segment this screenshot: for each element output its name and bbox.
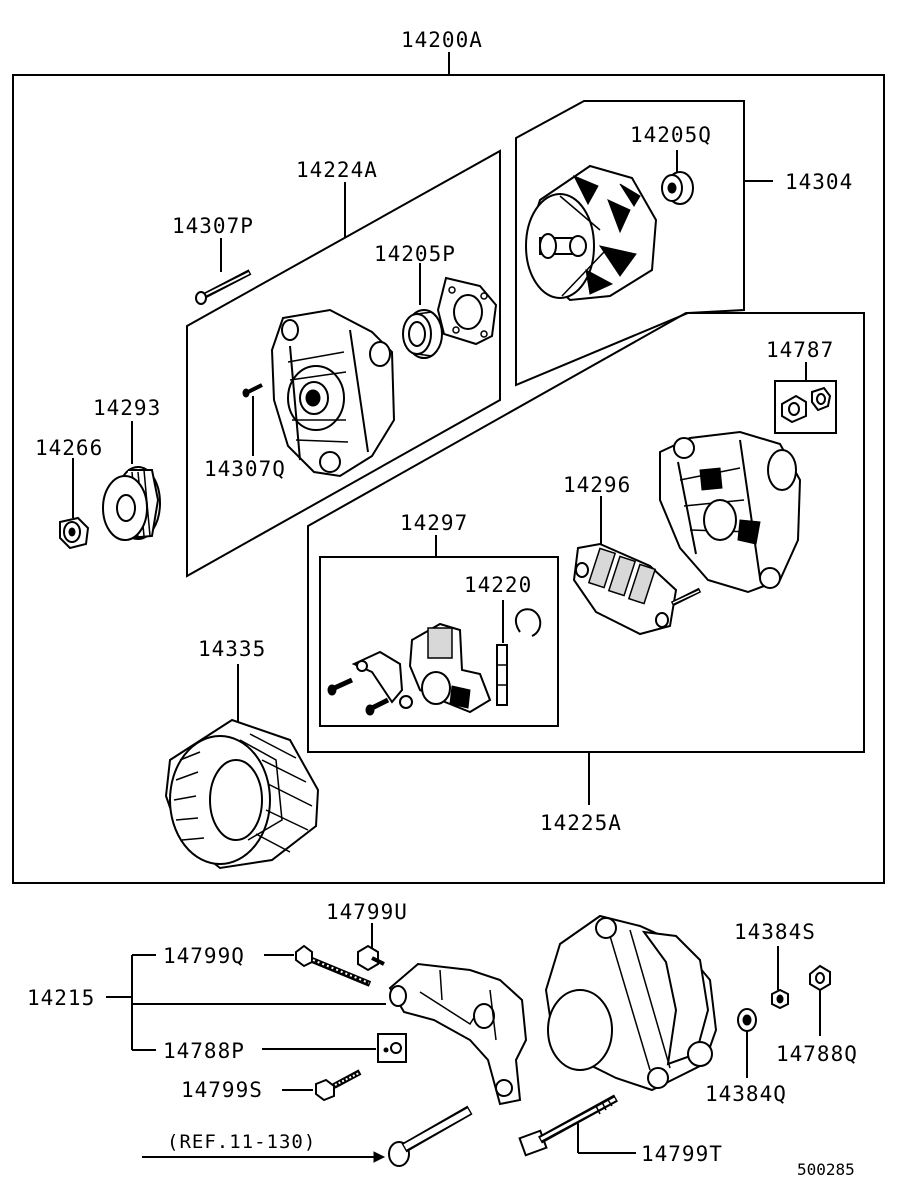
- part-label-14335: 14335: [198, 637, 266, 661]
- rear-bracket-group-frame: [307, 312, 865, 753]
- regulator-screws-icon: [327, 677, 390, 716]
- part-label-14307Q: 14307Q: [204, 457, 286, 481]
- part-label-14205P: 14205P: [374, 242, 456, 266]
- part-label-14225A: 14225A: [540, 811, 622, 835]
- bolt-14799Q-icon: [295, 944, 372, 987]
- part-label-14293: 14293: [93, 396, 161, 420]
- retainer-plate-icon: [436, 276, 498, 346]
- part-label-14297: 14297: [400, 511, 468, 535]
- pulley-14293-icon: [102, 466, 161, 541]
- part-label-14384S: 14384S: [734, 920, 816, 944]
- part-label-14215: 14215: [27, 986, 95, 1010]
- nut-14788P-icon: [377, 1033, 407, 1063]
- part-label-14787: 14787: [766, 338, 834, 362]
- bolt-14799T-icon: [518, 1094, 618, 1157]
- rotor-icon: [525, 164, 658, 302]
- bearing-14205P-icon: [402, 309, 443, 359]
- part-label-14384Q: 14384Q: [705, 1082, 787, 1106]
- part-label-14224A: 14224A: [296, 158, 378, 182]
- screw-14307Q-icon: [242, 383, 263, 398]
- bolt-14799S-icon: [315, 1069, 362, 1102]
- mounting-bracket-icon: [388, 962, 528, 1106]
- regulator-icon: [351, 622, 492, 714]
- part-label-14799T: 14799T: [641, 1142, 723, 1166]
- rotor-group-frame: [515, 100, 745, 387]
- part-label-14799Q: 14799Q: [163, 944, 245, 968]
- front-bracket-group-frame: [186, 149, 501, 578]
- reference-label: (REF.11-130): [167, 1131, 316, 1153]
- part-label-14220: 14220: [464, 573, 532, 597]
- brush-14220-icon: [496, 644, 508, 706]
- regulator-group-box: [319, 556, 559, 727]
- part-label-14799S: 14799S: [181, 1078, 263, 1102]
- front-bracket-icon: [270, 308, 396, 478]
- snap-ring-icon: [514, 608, 542, 637]
- stator-14335-icon: [164, 718, 320, 870]
- part-label-14788P: 14788P: [163, 1039, 245, 1063]
- assembly-number-label: 14200A: [401, 28, 483, 52]
- washer-14384Q-icon: [737, 1008, 757, 1032]
- nut-set-14787-icon: [781, 386, 832, 424]
- nut-14788Q-icon: [809, 964, 831, 992]
- part-label-14205Q: 14205Q: [630, 123, 712, 147]
- part-label-14307P: 14307P: [172, 214, 254, 238]
- rectifier-14296-icon: [572, 542, 702, 636]
- part-label-14304: 14304: [785, 170, 853, 194]
- bolt-14799U-icon: [357, 944, 385, 972]
- part-label-14799U: 14799U: [326, 900, 408, 924]
- screw-14307P-icon: [195, 269, 252, 305]
- alternator-assembly-icon: [544, 914, 718, 1092]
- part-label-14296: 14296: [563, 473, 631, 497]
- bearing-14205Q-icon: [661, 171, 694, 205]
- nut-14266-icon: [59, 516, 90, 550]
- washer-14384S-icon: [771, 988, 789, 1010]
- part-label-14788Q: 14788Q: [776, 1042, 858, 1066]
- part-label-14266: 14266: [35, 436, 103, 460]
- pivot-bolt-icon: [388, 1105, 473, 1167]
- rear-bracket-icon: [659, 430, 802, 594]
- drawing-code: 500285: [797, 1160, 855, 1179]
